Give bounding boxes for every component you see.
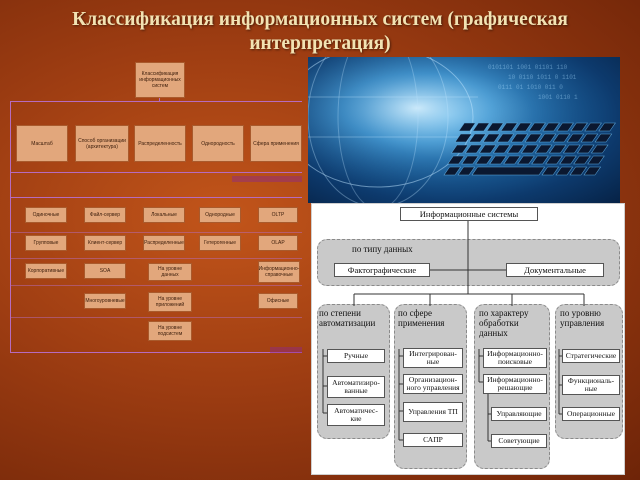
left-leaf-box: Гетерогенные: [199, 235, 241, 251]
group-item-label: Управления ТП: [408, 407, 458, 416]
left-level1-label: Масштаб: [31, 140, 53, 147]
group-item-label: Информационно-решающие: [487, 375, 543, 392]
data-type-box: Документальные: [506, 263, 604, 277]
right-classification-diagram: Информационные системы по типу данных Фа…: [311, 203, 625, 475]
left-leaf-box: На уровне подсистем: [148, 321, 192, 341]
group-label: по уровню управления: [560, 308, 605, 328]
left-leaf-label: Многоуровневые: [85, 298, 125, 304]
right-root-label: Информационные системы: [419, 209, 519, 219]
left-level1-box: Масштаб: [16, 125, 68, 162]
group-item-box: Операционные: [562, 407, 620, 421]
group-item-box: Управления ТП: [403, 402, 463, 422]
group-item-box: Информационно-поисковые: [483, 348, 547, 368]
group-item-label: Ручные: [343, 351, 369, 360]
group-item-box: Функциональ-ные: [562, 375, 620, 395]
left-leaf-box: OLAP: [258, 235, 298, 251]
left-leaf-box: SOA: [84, 263, 126, 279]
data-type-box: Фактографические: [334, 263, 430, 277]
group-item-label: Автоматичес-кие: [334, 406, 378, 423]
group-item-label: Организацион-ного управления: [406, 375, 460, 392]
left-leaf-box: Распределенные: [143, 235, 185, 251]
group-item-box: Советующие: [491, 434, 547, 448]
group-item-label: Советующие: [498, 436, 540, 445]
left-level1-label: Распределенность: [138, 140, 182, 147]
group-item-box: Интегрирован-ные: [403, 348, 463, 368]
group-item-label: Информационно-поисковые: [487, 349, 543, 366]
left-leaf-box: Офисные: [258, 293, 298, 309]
globe-keyboard-illustration: 0101101 1001 01101 110 10 0110 1011 0 11…: [308, 57, 620, 203]
left-leaf-box: На уровне данных: [148, 263, 192, 281]
data-type-label: по типу данных: [352, 244, 413, 254]
data-type-item: Фактографические: [347, 265, 417, 275]
left-leaf-label: Файл-сервер: [89, 212, 121, 218]
left-leaf-box: Информационно-справочные: [258, 261, 300, 283]
left-root-label: Классификация информационных систем: [139, 71, 181, 89]
left-leaf-box: Одиночные: [25, 207, 67, 223]
left-leaf-label: Локальные: [151, 212, 177, 218]
left-leaf-box: Файл-сервер: [84, 207, 126, 223]
left-leaf-label: Клиент-сервер: [87, 240, 123, 246]
left-leaf-label: На уровне подсистем: [157, 325, 183, 337]
left-leaf-label: На уровне приложений: [155, 296, 185, 308]
left-leaf-label: SOA: [99, 268, 111, 274]
data-type-item: Документальные: [524, 265, 586, 275]
group-item-box: Управляющие: [491, 407, 547, 421]
svg-text:10 0110 1011 0 1101: 10 0110 1011 0 1101: [508, 74, 577, 81]
group-item-label: Функциональ-ные: [567, 376, 615, 393]
group-item-box: Автоматичес-кие: [327, 404, 385, 426]
group-item-label: САПР: [423, 435, 443, 444]
group-item-box: Организацион-ного управления: [403, 374, 463, 394]
left-leaf-box: OLTP: [258, 207, 298, 223]
left-root-box: Классификация информационных систем: [135, 62, 185, 98]
left-leaf-label: На уровне данных: [158, 266, 182, 278]
left-leaf-box: Клиент-сервер: [84, 235, 126, 251]
left-leaf-box: Корпоративные: [25, 263, 67, 279]
left-leaf-box: Групповые: [25, 235, 67, 251]
group-item-label: Стратегические: [565, 351, 617, 360]
svg-text:1001 0110 1: 1001 0110 1: [538, 94, 578, 101]
globe-keyboard-image: 0101101 1001 01101 110 10 0110 1011 0 11…: [308, 57, 620, 203]
group-item-box: Информационно-решающие: [483, 374, 547, 394]
left-leaf-label: Распределенные: [144, 240, 184, 246]
left-leaf-label: Одиночные: [32, 212, 60, 218]
left-leaf-box: На уровне приложений: [148, 292, 192, 312]
left-level1-box: Сфера применения: [250, 125, 302, 162]
group-label: по характеру обработки данных: [479, 308, 529, 338]
group-item-box: Стратегические: [562, 349, 620, 363]
group-item-label: Операционные: [566, 409, 615, 418]
left-level1-box: Способ организации (архитектура): [75, 125, 129, 162]
slide-title: Классификация информационных систем (гра…: [72, 9, 568, 54]
left-level1-box: Однородность: [192, 125, 244, 162]
left-leaf-box: Однородные: [199, 207, 241, 223]
group-label: по степени автоматизации: [319, 308, 376, 328]
group-label: по сфере применения: [398, 308, 445, 328]
left-leaf-box: Локальные: [143, 207, 185, 223]
left-leaf-label: Офисные: [266, 298, 290, 304]
svg-text:0111 01 1010 011 0: 0111 01 1010 011 0: [498, 84, 563, 91]
left-leaf-label: Информационно-справочные: [258, 266, 300, 278]
left-leaf-label: Гетерогенные: [204, 240, 236, 246]
svg-text:0101101 1001 01101 110: 0101101 1001 01101 110: [488, 64, 568, 71]
group-item-label: Интегрирован-ные: [409, 349, 457, 366]
group-item-label: Автоматизиро-ванные: [332, 378, 380, 395]
group-item-label: Управляющие: [496, 409, 542, 418]
group-item-box: Ручные: [327, 349, 385, 363]
group-item-box: САПР: [403, 433, 463, 447]
left-level1-label: Сфера применения: [253, 140, 299, 147]
left-leaf-box: Многоуровневые: [84, 293, 126, 309]
left-leaf-label: Корпоративные: [27, 268, 65, 274]
left-leaf-label: OLAP: [271, 240, 285, 246]
group-item-box: Автоматизиро-ванные: [327, 376, 385, 398]
left-leaf-label: Групповые: [33, 240, 59, 246]
left-level1-label: Способ организации (архитектура): [78, 137, 126, 150]
left-level1-box: Распределенность: [134, 125, 186, 162]
left-leaf-label: OLTP: [271, 212, 285, 218]
left-leaf-label: Однородные: [205, 212, 235, 218]
left-level1-label: Однородность: [201, 140, 235, 147]
right-root-box: Информационные системы: [400, 207, 538, 221]
